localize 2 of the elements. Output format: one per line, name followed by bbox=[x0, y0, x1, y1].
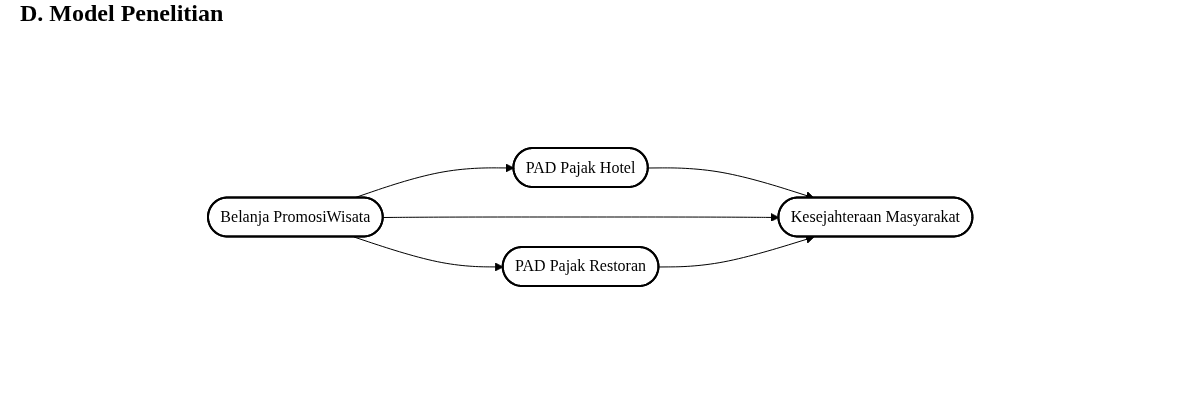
arrow bbox=[658, 235, 815, 268]
diagram-title: D. Model Penelitian bbox=[20, 0, 224, 27]
